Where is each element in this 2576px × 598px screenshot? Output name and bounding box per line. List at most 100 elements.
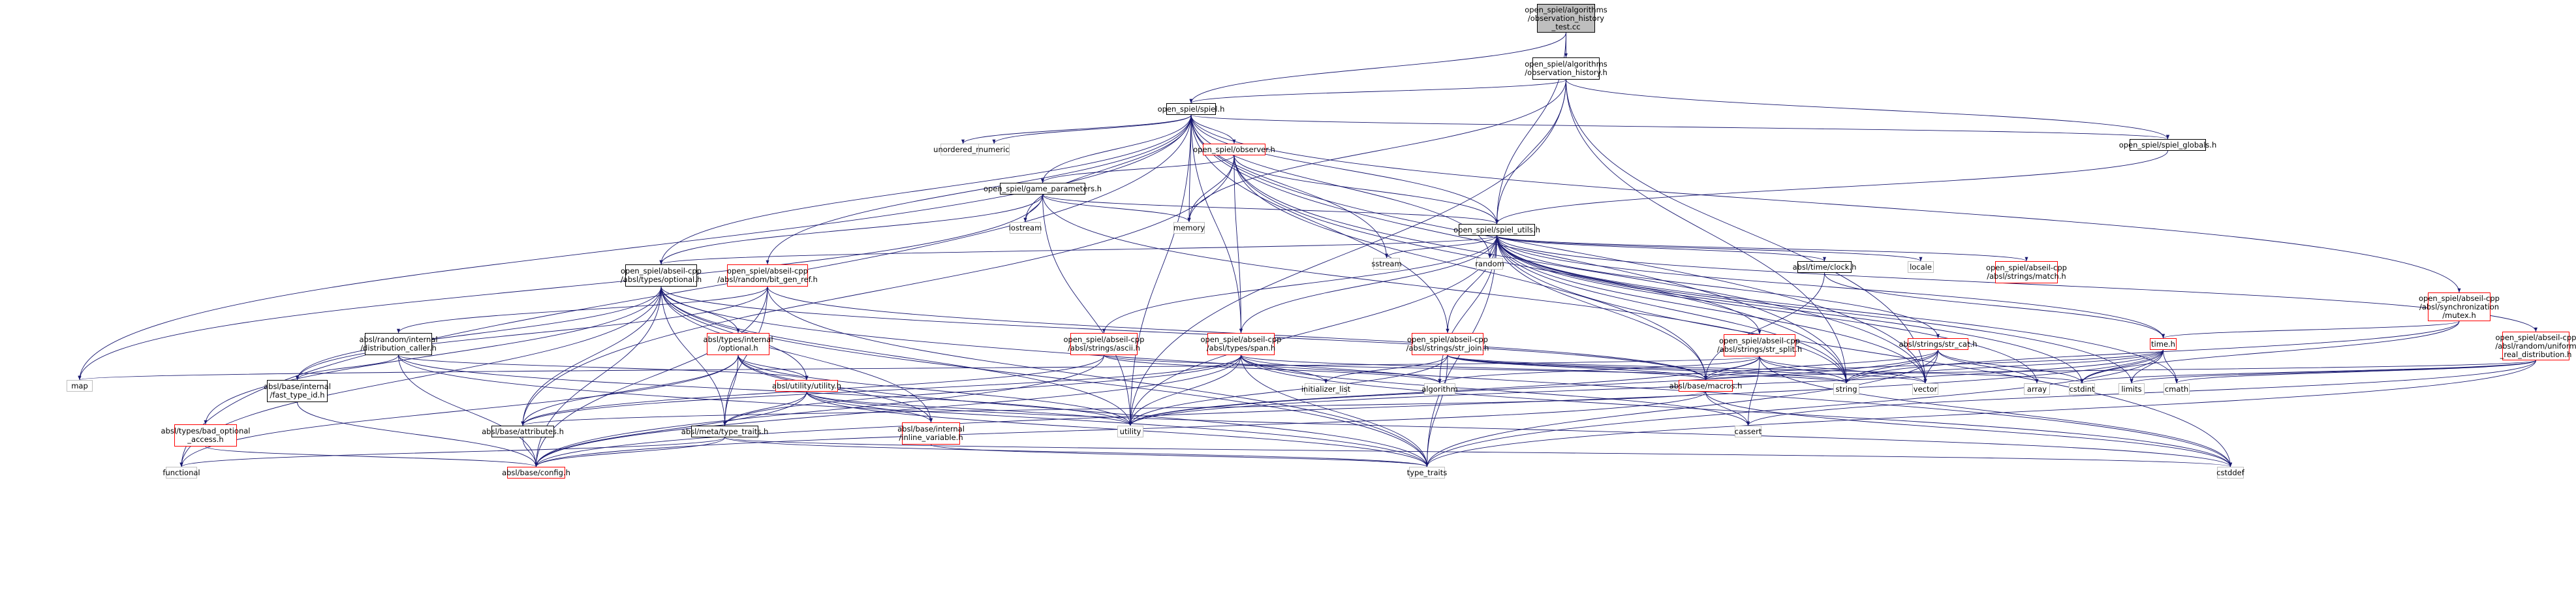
node-inlinevar[interactable]: absl/base/internal /inline_variable.h <box>897 422 965 445</box>
node-int-optional[interactable]: absl/types/internal /optional.h <box>703 333 773 355</box>
edge-observer-to-memory <box>1187 155 1235 223</box>
edge-utilh-to-config <box>535 391 807 467</box>
node-type-traits: type_traits <box>1407 467 1447 479</box>
edge-gp-to-map <box>78 194 1043 381</box>
node-utilh[interactable]: absl/utility/utility.h <box>772 380 841 392</box>
edge-fasttype-to-config <box>297 401 538 467</box>
edge-gp-to-optional <box>659 194 1043 265</box>
edge-span-to-attributes <box>521 354 1241 426</box>
node-gp[interactable]: open_spiel/game_parameters.h <box>984 183 1102 195</box>
edge-int_optional-to-attributes <box>521 354 739 426</box>
edge-utils-to-cmath <box>1497 235 2179 384</box>
node-numeric: numeric <box>978 144 1010 155</box>
node-map: map <box>67 380 93 392</box>
node-oh[interactable]: open_spiel/algorithms /observation_histo… <box>1525 57 1607 80</box>
node-time[interactable]: time.h <box>2150 338 2177 350</box>
node-root[interactable]: open_spiel/algorithms /observation_histo… <box>1525 4 1607 33</box>
node-strcat[interactable]: absl/strings/str_cat.h <box>1899 338 1978 350</box>
edge-clock-to-macros <box>1703 272 1825 381</box>
node-spiel[interactable]: open_spiel/spiel.h <box>1158 103 1224 115</box>
edge-utilh-to-utility <box>806 391 1132 426</box>
node-sstream: sstream <box>1371 258 1402 270</box>
edge-mutex-to-cstdint <box>2080 321 2460 384</box>
edge-span-to-config <box>535 354 1241 467</box>
edge-strcat-to-array <box>1938 349 2039 384</box>
node-distcaller[interactable]: absl/random/internal /distribution_calle… <box>360 333 438 355</box>
edge-distcaller-to-utility <box>398 354 1132 426</box>
node-macros[interactable]: absl/base/macros.h <box>1669 380 1742 392</box>
edge-span-to-type_traits <box>1241 354 1429 467</box>
node-cstddef: cstddef <box>2216 467 2244 479</box>
edge-root-to-spiel <box>1189 32 1566 104</box>
node-config[interactable]: absl/base/config.h <box>502 467 570 479</box>
edge-gp-to-utility <box>1042 194 1132 426</box>
node-typetraits-h[interactable]: absl/meta/type_traits.h <box>681 426 768 437</box>
node-ascii[interactable]: open_spiel/abseil-cpp /absl/strings/asci… <box>1064 333 1144 355</box>
edge-span-to-utility <box>1128 354 1241 426</box>
edge-uniform-to-macros <box>1704 360 2536 381</box>
node-match[interactable]: open_spiel/abseil-cpp /absl/strings/matc… <box>1986 261 2067 283</box>
edge-oh-to-utils <box>1495 79 1566 225</box>
edge-distcaller-to-type_traits <box>398 354 1429 467</box>
edge-strsplit-to-map <box>78 356 1760 381</box>
node-strsplit[interactable]: open_spiel/abseil-cpp /absl/strings/str_… <box>1717 334 1802 356</box>
node-fasttype[interactable]: absl/base/internal /fast_type_id.h <box>264 380 331 402</box>
edge-spiel-to-span <box>1190 114 1243 334</box>
edge-optional-to-macros <box>660 286 1707 381</box>
edge-bitgen-to-distcaller <box>397 286 768 334</box>
node-optional[interactable]: open_spiel/abseil-cpp /absl/types/option… <box>621 264 702 287</box>
edge-utils-to-cstdint <box>1497 235 2084 384</box>
edge-strcat-to-utility <box>1128 349 1938 426</box>
edge-span-to-cstddef <box>1241 354 2232 467</box>
node-string: string <box>1833 383 1859 395</box>
node-strjoin[interactable]: open_spiel/abseil-cpp /absl/strings/str_… <box>1406 333 1489 355</box>
node-badopt[interactable]: absl/types/bad_optional _access.h <box>161 424 250 447</box>
edge-utils-to-limits <box>1497 235 2134 384</box>
edge-time-to-limits <box>2130 349 2164 384</box>
edge-bitgen-to-typetraits_h <box>722 286 768 426</box>
node-globals[interactable]: open_spiel/spiel_globals.h <box>2119 139 2216 151</box>
edge-spiel-to-utils <box>1190 114 1498 225</box>
edge-distcaller-to-config <box>398 354 538 467</box>
edge-time-to-config <box>535 349 2164 467</box>
node-limits: limits <box>2118 383 2145 395</box>
edge-spiel-to-observer <box>1190 114 1236 144</box>
edge-strjoin-to-string <box>1447 354 1848 384</box>
node-utils[interactable]: open_spiel/spiel_utils.h <box>1453 224 1540 236</box>
edge-utils-to-locale <box>1497 235 1923 262</box>
edge-gp-to-utils <box>1042 194 1498 225</box>
edge-utils-to-time <box>1497 235 2165 339</box>
edge-optional-to-fasttype <box>296 286 662 381</box>
edge-spiel-to-mutex <box>1190 114 2461 293</box>
node-uniform[interactable]: open_spiel/abseil-cpp /absl/random/unifo… <box>2495 332 2576 360</box>
edge-strsplit-to-cassert <box>1746 356 1760 426</box>
edge-utilh-to-cstddef <box>806 391 2232 467</box>
edge-utils-to-vector <box>1497 235 1927 384</box>
edge-spiel-to-string <box>1190 114 1848 384</box>
edge-observer-to-utils <box>1234 155 1498 225</box>
edge-utils-to-clock <box>1497 235 1826 262</box>
node-mutex[interactable]: open_spiel/abseil-cpp /absl/synchronizat… <box>2419 292 2500 321</box>
node-span[interactable]: open_spiel/abseil-cpp /absl/types/span.h <box>1201 333 1281 355</box>
edge-uniform-to-cmath <box>2175 360 2536 384</box>
edge-time-to-utility <box>1128 349 2164 426</box>
edge-strjoin-to-utility <box>1128 354 1448 426</box>
edge-int_optional-to-utilh <box>737 354 809 381</box>
node-observer[interactable]: open_spiel/observer.h <box>1193 144 1275 155</box>
edge-observer-to-attributes <box>521 155 1235 426</box>
edge-optional-to-badopt <box>204 286 662 425</box>
edge-macros-to-attributes <box>521 391 1706 426</box>
edge-typetraits_h-to-type_traits <box>724 437 1429 467</box>
edge-utils-to-optional <box>659 235 1497 265</box>
node-attributes[interactable]: absl/base/attributes.h <box>482 426 564 437</box>
edge-bitgen-to-config <box>534 286 768 467</box>
edge-spiel-to-gp <box>1041 114 1192 183</box>
node-cmath: cmath <box>2164 383 2190 395</box>
node-bitgen[interactable]: open_spiel/abseil-cpp /absl/random/bit_g… <box>717 264 818 287</box>
edge-optional-to-utility <box>660 286 1132 426</box>
edge-oh-to-string <box>1566 79 1848 384</box>
edge-spiel-to-functional <box>179 114 1192 467</box>
node-clock[interactable]: absl/time/clock.h <box>1793 261 1856 273</box>
edge-distcaller-to-utilh <box>398 354 809 381</box>
edge-utilh-to-typetraits_h <box>723 391 807 426</box>
